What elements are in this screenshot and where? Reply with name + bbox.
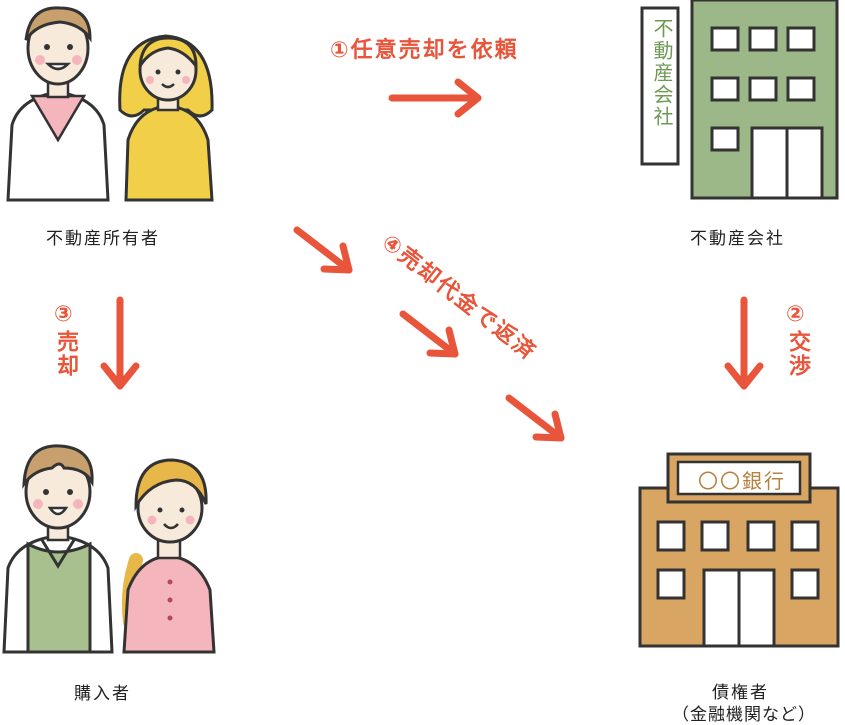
step2-number: ② <box>786 302 805 327</box>
bank-sign-text: 〇〇銀行 <box>698 469 786 493</box>
owner-couple-illustration <box>6 6 214 202</box>
owner-woman-figure <box>118 34 214 202</box>
buyer-man-figure <box>2 444 114 654</box>
creditor-label: 債権者 <box>712 683 769 703</box>
step1-label: ①任意売却を依頼 <box>330 38 519 63</box>
owner-label: 不動産所有者 <box>46 229 160 249</box>
arrow-step4-segment-1 <box>293 226 353 274</box>
realtor-sign-text: 不動産会社 <box>650 18 674 128</box>
bank-building-illustration <box>638 452 840 648</box>
arrow-step2-down <box>724 296 764 390</box>
step3-number: ③ <box>54 302 73 327</box>
buyer-woman-figure <box>121 458 216 654</box>
creditor-sublabel: （金融機関など） <box>672 705 816 725</box>
realtor-building-illustration <box>640 0 839 200</box>
arrow-step3-down <box>100 296 140 390</box>
realtor-label: 不動産会社 <box>690 229 785 249</box>
step2-text: 交渉 <box>785 330 810 378</box>
arrow-step4-segment-2 <box>399 310 459 358</box>
arrow-step1-right <box>388 78 482 118</box>
buyer-couple-illustration <box>2 444 216 654</box>
owner-man-figure <box>6 6 110 202</box>
step3-text: 売却 <box>53 330 78 378</box>
arrow-step4-segment-3 <box>505 394 565 442</box>
buyer-label: 購入者 <box>74 684 131 704</box>
